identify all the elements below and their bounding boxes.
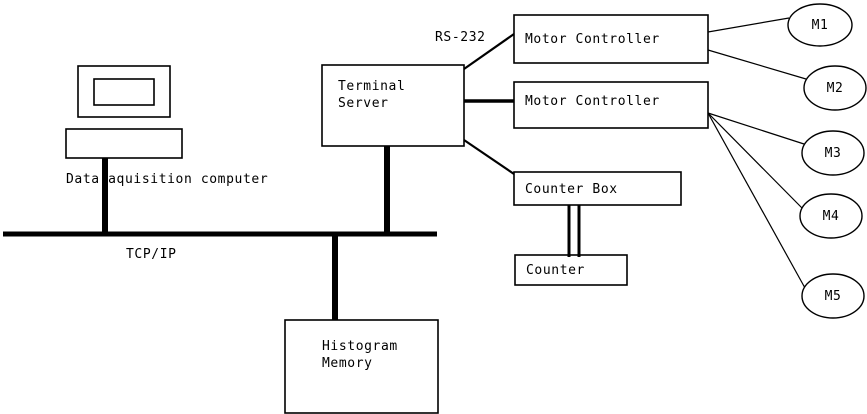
motor-m5-ellipse[interactable] (801, 273, 865, 319)
link-terminal-server-to-mc1 (463, 33, 515, 70)
motor-m2-ellipse[interactable] (803, 65, 867, 111)
rs232-label: RS-232 (435, 30, 486, 45)
motor-m2-label: M2 (826, 81, 844, 96)
counter-box-outline[interactable] (514, 254, 628, 286)
histogram-memory-label-line2: Memory (322, 356, 373, 371)
link-mc1-to-m2 (707, 49, 807, 80)
data-acquisition-computer-label: Data aquisition computer (66, 172, 269, 187)
motor-m1-ellipse[interactable] (787, 3, 853, 47)
counter-box-label: Counter Box (525, 182, 618, 197)
motor-controller-1-label: Motor Controller (525, 32, 660, 47)
link-terminal-server-to-counter-box (463, 139, 515, 175)
tcpip-label: TCP/IP (126, 247, 177, 262)
motor-m5-label: M5 (824, 289, 842, 304)
motor-controller-2-label: Motor Controller (525, 94, 660, 109)
terminal-server-box[interactable] (321, 64, 465, 147)
motor-m3-label: M3 (824, 146, 842, 161)
motor-m4-label: M4 (822, 209, 840, 224)
monitor-screen (93, 78, 155, 106)
computer-base-outline (65, 128, 183, 159)
motor-m4-ellipse[interactable] (799, 193, 863, 239)
motor-m1-label: M1 (811, 18, 829, 33)
motor-m3-ellipse[interactable] (801, 130, 865, 176)
link-mc2-to-m5 (707, 112, 806, 289)
histogram-memory-box[interactable] (284, 319, 439, 414)
terminal-server-label-line1: Terminal (338, 79, 406, 94)
motor-controller-2-box[interactable] (513, 81, 709, 129)
histogram-memory-label-line1: Histogram (322, 339, 398, 354)
link-mc1-to-m1 (707, 17, 790, 33)
link-mc2-to-m3 (707, 112, 805, 145)
terminal-server-label-line2: Server (338, 96, 389, 111)
counter-box-box[interactable] (513, 171, 682, 206)
counter-label: Counter (526, 263, 585, 278)
link-mc2-to-m4 (707, 112, 803, 209)
motor-controller-1-box[interactable] (513, 14, 709, 64)
